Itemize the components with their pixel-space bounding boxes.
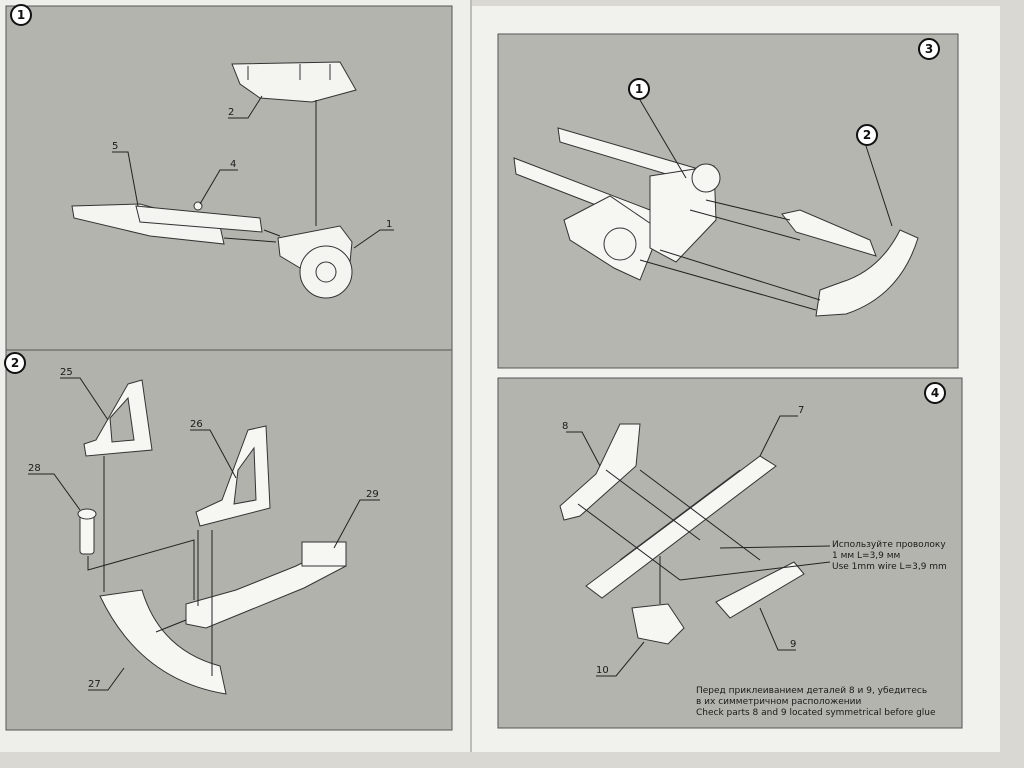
part-7-beam bbox=[585, 455, 777, 599]
step4-lines bbox=[577, 469, 831, 604]
step1-leaders bbox=[112, 95, 394, 249]
step3-part-callout: 1 bbox=[628, 78, 650, 100]
step3-assembled-hub bbox=[603, 163, 721, 263]
glue-note: Перед приклеиванием деталей 8 и 9, убеди… bbox=[696, 686, 936, 719]
step3-part-callout: 2 bbox=[856, 124, 878, 146]
part-2-rail bbox=[231, 61, 357, 103]
step2-part-label: 26 bbox=[190, 419, 203, 430]
step1-part-label: 4 bbox=[230, 159, 237, 170]
step4-leaders bbox=[566, 415, 798, 677]
panel-step-2 bbox=[5, 349, 453, 731]
step-1-number: 1 bbox=[10, 4, 32, 26]
part-8-bracket bbox=[559, 423, 641, 521]
step4-part-label: 9 bbox=[790, 639, 797, 650]
step2-part-label: 28 bbox=[28, 463, 41, 474]
wire-note-ru-1: Используйте проволоку bbox=[832, 540, 946, 550]
step-4-number: 4 bbox=[924, 382, 946, 404]
step4-part-label: 8 bbox=[562, 421, 569, 432]
step-3-number: 3 bbox=[918, 38, 940, 60]
step2-part-label: 25 bbox=[60, 367, 73, 378]
glue-note-ru-2: в их симметричном расположении bbox=[696, 697, 862, 707]
part-1-hub bbox=[277, 225, 353, 299]
part-28-pin bbox=[77, 508, 97, 555]
step4-part-label: 7 bbox=[798, 405, 805, 416]
part-10-clamp bbox=[631, 603, 685, 645]
step1-assembly-lines bbox=[223, 100, 317, 243]
panel-step-3 bbox=[497, 33, 959, 369]
part-9-bracket bbox=[715, 561, 805, 619]
part-25-bracket bbox=[83, 379, 153, 457]
step1-part-label: 2 bbox=[228, 107, 235, 118]
step2-leaders bbox=[28, 377, 380, 691]
step2-part-label: 27 bbox=[88, 679, 101, 690]
part-5-trail bbox=[71, 203, 225, 245]
panel-step-4 bbox=[497, 377, 963, 729]
step3-arc-assembly bbox=[781, 209, 919, 317]
part-26-bracket bbox=[195, 425, 271, 527]
step2-part-label: 29 bbox=[366, 489, 379, 500]
step3-leaders bbox=[639, 99, 893, 227]
step2-assembly-lines bbox=[87, 456, 213, 676]
part-27-arc bbox=[99, 589, 227, 695]
part-29-beam bbox=[185, 541, 347, 629]
panel-step-1 bbox=[5, 5, 453, 371]
glue-note-ru-1: Перед приклеиванием деталей 8 и 9, убеди… bbox=[696, 686, 928, 696]
glue-note-en: Check parts 8 and 9 located symmetrical … bbox=[696, 708, 936, 718]
wire-note-en: Use 1mm wire L=3,9 mm bbox=[832, 562, 947, 572]
wire-note-ru-2: 1 мм L=3,9 мм bbox=[832, 551, 901, 561]
wire-note: Используйте проволоку 1 мм L=3,9 мм Use … bbox=[832, 540, 947, 573]
step-2-number: 2 bbox=[4, 352, 26, 374]
step3-lines bbox=[639, 199, 821, 311]
step1-part-label: 1 bbox=[386, 219, 393, 230]
step4-part-label: 10 bbox=[596, 665, 609, 676]
step1-part-label: 5 bbox=[112, 141, 119, 152]
